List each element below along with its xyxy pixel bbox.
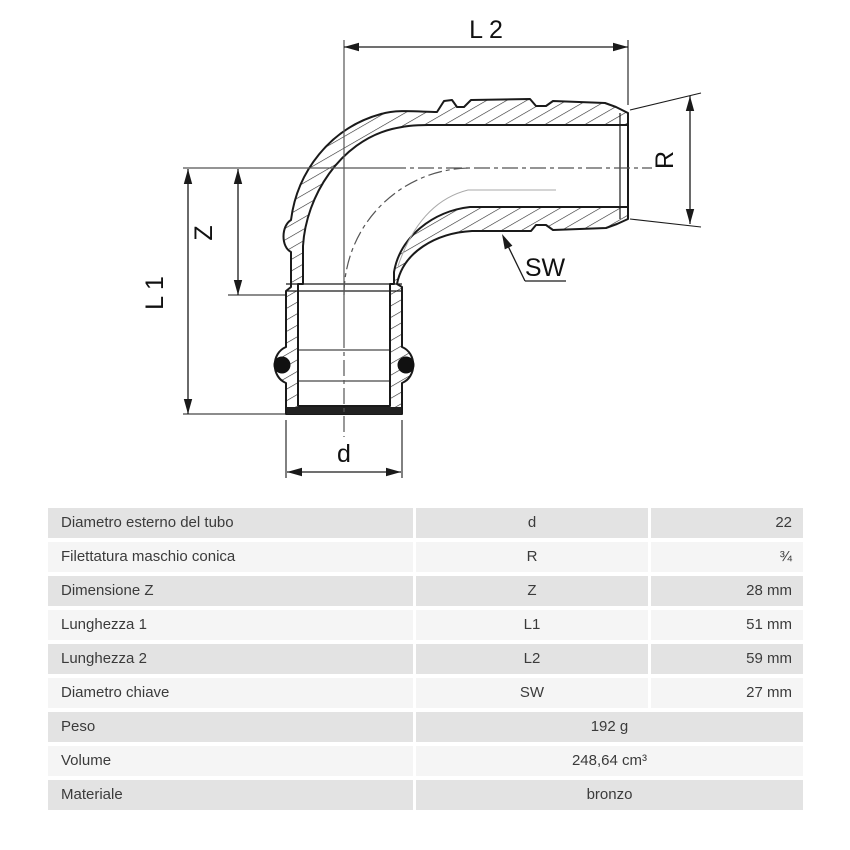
cell-value: 248,64 cm³ xyxy=(416,746,803,776)
table-row: Filettatura maschio conica R ¾ xyxy=(48,542,803,572)
leader-sw: SW xyxy=(502,234,566,282)
table-row: Materiale bronzo xyxy=(48,780,803,810)
cell-value: 28 mm xyxy=(651,576,803,606)
oring-section xyxy=(273,356,291,374)
dimension-z: Z xyxy=(190,169,286,296)
cell-symbol: L1 xyxy=(416,610,648,640)
cell-label: Volume xyxy=(48,746,413,776)
cell-label: Lunghezza 2 xyxy=(48,644,413,674)
table-row: Diametro chiave SW 27 mm xyxy=(48,678,803,708)
arrowhead xyxy=(502,234,513,250)
technical-drawing: L 2 R L 1 Z d SW xyxy=(141,16,702,478)
bore-silhouette xyxy=(397,189,556,267)
cell-value: ¾ xyxy=(651,542,803,572)
centerlines xyxy=(183,40,652,437)
fitting-wall-hatched xyxy=(273,98,629,415)
spec-table: Diametro esterno del tubo d 22 Filettatu… xyxy=(48,508,803,814)
arrowhead xyxy=(386,467,401,477)
cell-symbol: d xyxy=(416,508,648,538)
bend-centerline-arc xyxy=(343,167,472,296)
cell-symbol: Z xyxy=(416,576,648,606)
cell-symbol: L2 xyxy=(416,644,648,674)
table-row: Volume 248,64 cm³ xyxy=(48,746,803,776)
arrowhead xyxy=(183,169,193,184)
cell-label: Peso xyxy=(48,712,413,742)
dim-label-r: R xyxy=(651,151,679,169)
cell-label: Dimensione Z xyxy=(48,576,413,606)
dim-label-l1: L 1 xyxy=(141,276,169,310)
cell-value: 192 g xyxy=(416,712,803,742)
cell-value: 51 mm xyxy=(651,610,803,640)
cell-label: Materiale xyxy=(48,780,413,810)
cell-label: Filettatura maschio conica xyxy=(48,542,413,572)
table-row: Lunghezza 1 L1 51 mm xyxy=(48,610,803,640)
fitting-section xyxy=(273,98,629,415)
dimension-l1: L 1 xyxy=(141,169,286,415)
dim-label-d: d xyxy=(337,440,351,468)
table-row: Diametro esterno del tubo d 22 xyxy=(48,508,803,538)
dim-label-l2: L 2 xyxy=(469,16,503,44)
table-row: Dimensione Z Z 28 mm xyxy=(48,576,803,606)
arrowhead xyxy=(613,42,628,52)
dimension-d: d xyxy=(285,420,403,478)
arrowhead xyxy=(183,399,193,414)
arrowhead xyxy=(287,467,302,477)
arrowhead xyxy=(344,42,359,52)
cell-label: Diametro esterno del tubo xyxy=(48,508,413,538)
cell-symbol: R xyxy=(416,542,648,572)
dimension-l2: L 2 xyxy=(344,16,629,105)
oring-section xyxy=(397,356,415,374)
cell-label: Lunghezza 1 xyxy=(48,610,413,640)
cell-value: 59 mm xyxy=(651,644,803,674)
dim-label-sw: SW xyxy=(525,254,566,282)
cell-value: 22 xyxy=(651,508,803,538)
table-row: Peso 192 g xyxy=(48,712,803,742)
cell-value: 27 mm xyxy=(651,678,803,708)
cell-label: Diametro chiave xyxy=(48,678,413,708)
dim-label-z: Z xyxy=(190,225,218,240)
dimension-r: R xyxy=(629,92,702,228)
arrowhead xyxy=(233,169,243,184)
arrowhead xyxy=(685,96,695,111)
cell-value: bronzo xyxy=(416,780,803,810)
arrowhead xyxy=(685,209,695,224)
cell-symbol: SW xyxy=(416,678,648,708)
table-row: Lunghezza 2 L2 59 mm xyxy=(48,644,803,674)
arrowhead xyxy=(233,280,243,295)
